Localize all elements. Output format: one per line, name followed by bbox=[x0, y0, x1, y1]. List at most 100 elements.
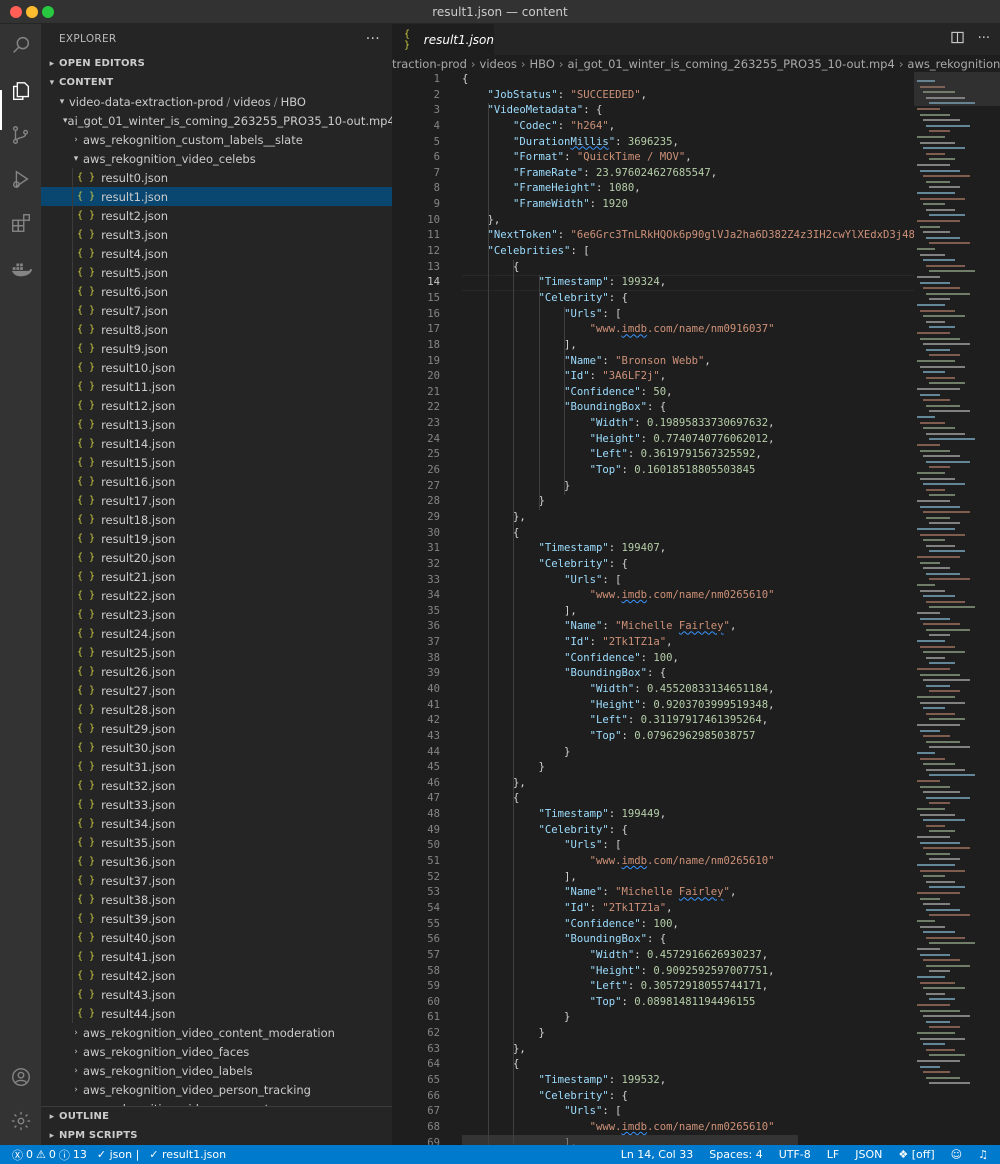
file-item[interactable]: { }result10.json bbox=[41, 358, 392, 377]
file-item[interactable]: { }result36.json bbox=[41, 852, 392, 871]
account-icon[interactable] bbox=[8, 1064, 33, 1089]
code-line[interactable]: "Codec": "h264", bbox=[462, 119, 914, 135]
code-line[interactable]: { bbox=[462, 1057, 914, 1073]
file-item[interactable]: { }result2.json bbox=[41, 206, 392, 225]
file-item[interactable]: { }result18.json bbox=[41, 510, 392, 529]
code-line[interactable]: "Confidence": 50, bbox=[462, 385, 914, 401]
file-item[interactable]: { }result32.json bbox=[41, 776, 392, 795]
code-line[interactable]: "FrameWidth": 1920 bbox=[462, 197, 914, 213]
minimap[interactable] bbox=[914, 72, 1000, 1145]
folder-video[interactable]: ▾ai_got_01_winter_is_coming_263255_PRO35… bbox=[41, 111, 392, 130]
code-line[interactable]: "Height": 0.9203703999519348, bbox=[462, 698, 914, 714]
file-item[interactable]: { }result1.json bbox=[41, 187, 392, 206]
file-item[interactable]: { }result21.json bbox=[41, 567, 392, 586]
code-line[interactable]: "Width": 0.19895833730697632, bbox=[462, 416, 914, 432]
outline-section[interactable]: ▸ OUTLINE bbox=[41, 1107, 392, 1126]
file-item[interactable]: { }result39.json bbox=[41, 909, 392, 928]
file-item[interactable]: { }result0.json bbox=[41, 168, 392, 187]
file-item[interactable]: { }result17.json bbox=[41, 491, 392, 510]
file-check-item[interactable]: ✓ result1.json bbox=[149, 1148, 226, 1161]
file-item[interactable]: { }result40.json bbox=[41, 928, 392, 947]
breadcrumb-item[interactable]: HBO bbox=[529, 56, 555, 71]
folder-custom-labels[interactable]: ›aws_rekognition_custom_labels__slate bbox=[41, 130, 392, 149]
language-mode[interactable]: JSON bbox=[855, 1148, 883, 1161]
code-line[interactable]: } bbox=[462, 479, 914, 495]
indentation[interactable]: Spaces: 4 bbox=[709, 1148, 763, 1161]
run-debug-icon[interactable] bbox=[8, 166, 33, 191]
file-item[interactable]: { }result15.json bbox=[41, 453, 392, 472]
explorer-icon[interactable] bbox=[8, 78, 33, 103]
code-line[interactable]: "www.imdb.com/name/nm0265610" bbox=[462, 588, 914, 604]
zoom-window-button[interactable] bbox=[42, 6, 54, 18]
code-line[interactable]: "Timestamp": 199324, bbox=[462, 275, 914, 291]
feedback-icon[interactable]: ☺ bbox=[950, 1148, 963, 1161]
file-item[interactable]: { }result29.json bbox=[41, 719, 392, 738]
minimize-window-button[interactable] bbox=[26, 6, 38, 18]
file-item[interactable]: { }result38.json bbox=[41, 890, 392, 909]
cursor-position[interactable]: Ln 14, Col 33 bbox=[620, 1148, 694, 1161]
code-line[interactable]: ], bbox=[462, 870, 914, 886]
code-line[interactable]: "Urls": [ bbox=[462, 838, 914, 854]
code-line[interactable]: }, bbox=[462, 510, 914, 526]
code-line[interactable]: "Celebrity": { bbox=[462, 557, 914, 573]
code-line[interactable]: } bbox=[462, 760, 914, 776]
file-item[interactable]: { }result9.json bbox=[41, 339, 392, 358]
code-line[interactable]: "Timestamp": 199407, bbox=[462, 541, 914, 557]
folder-celebs[interactable]: ▾aws_rekognition_video_celebs bbox=[41, 149, 392, 168]
close-window-button[interactable] bbox=[10, 6, 22, 18]
file-item[interactable]: { }result20.json bbox=[41, 548, 392, 567]
file-item[interactable]: { }result16.json bbox=[41, 472, 392, 491]
code-line[interactable]: "Top": 0.07962962985038757 bbox=[462, 729, 914, 745]
code-line[interactable]: } bbox=[462, 1026, 914, 1042]
code-line[interactable]: "www.imdb.com/name/nm0265610" bbox=[462, 1120, 914, 1136]
settings-gear-icon[interactable] bbox=[8, 1108, 33, 1133]
horizontal-scrollbar[interactable] bbox=[462, 1135, 798, 1145]
more-actions-icon[interactable]: ··· bbox=[977, 31, 990, 46]
code-line[interactable]: } bbox=[462, 1010, 914, 1026]
file-item[interactable]: { }result11.json bbox=[41, 377, 392, 396]
code-line[interactable]: "Celebrity": { bbox=[462, 1089, 914, 1105]
split-editor-icon[interactable] bbox=[950, 31, 964, 48]
file-item[interactable]: { }result6.json bbox=[41, 282, 392, 301]
file-item[interactable]: { }result31.json bbox=[41, 757, 392, 776]
file-item[interactable]: { }result23.json bbox=[41, 605, 392, 624]
folder-item[interactable]: ›aws_rekognition_video_person_tracking bbox=[41, 1080, 392, 1099]
file-item[interactable]: { }result7.json bbox=[41, 301, 392, 320]
file-item[interactable]: { }result3.json bbox=[41, 225, 392, 244]
code-line[interactable]: "Timestamp": 199449, bbox=[462, 807, 914, 823]
code-line[interactable]: ], bbox=[462, 338, 914, 354]
live-share-item[interactable]: ❖ [off] bbox=[898, 1148, 934, 1161]
code-line[interactable]: "VideoMetadata": { bbox=[462, 103, 914, 119]
folder-item[interactable]: ›aws_rekognition_video_faces bbox=[41, 1042, 392, 1061]
code-line[interactable]: "Left": 0.31197917461395264, bbox=[462, 713, 914, 729]
code-line[interactable]: "Top": 0.08981481194496155 bbox=[462, 995, 914, 1011]
code-line[interactable]: "Celebrities": [ bbox=[462, 244, 914, 260]
breadcrumb-item[interactable]: videos bbox=[479, 56, 517, 71]
encoding[interactable]: UTF-8 bbox=[778, 1148, 811, 1161]
code-line[interactable]: "JobStatus": "SUCCEEDED", bbox=[462, 88, 914, 104]
search-icon[interactable] bbox=[8, 32, 33, 57]
file-item[interactable]: { }result14.json bbox=[41, 434, 392, 453]
code-line[interactable]: "Top": 0.16018518805503845 bbox=[462, 463, 914, 479]
code-line[interactable]: "Urls": [ bbox=[462, 307, 914, 323]
code-line[interactable]: "Timestamp": 199532, bbox=[462, 1073, 914, 1089]
code-line[interactable]: "Id": "2Tk1TZ1a", bbox=[462, 635, 914, 651]
content-section[interactable]: ▾ CONTENT bbox=[41, 73, 392, 92]
file-item[interactable]: { }result24.json bbox=[41, 624, 392, 643]
folder-item[interactable]: ›aws_rekognition_video_content_moderatio… bbox=[41, 1023, 392, 1042]
file-item[interactable]: { }result34.json bbox=[41, 814, 392, 833]
code-line[interactable]: "Height": 0.9092592597007751, bbox=[462, 964, 914, 980]
code-line[interactable]: "Width": 0.4572916626930237, bbox=[462, 948, 914, 964]
docker-icon[interactable] bbox=[8, 256, 33, 281]
tab-result1-json[interactable]: { } result1.json bbox=[392, 24, 494, 55]
file-item[interactable]: { }result22.json bbox=[41, 586, 392, 605]
code-line[interactable]: "Name": "Michelle Fairley", bbox=[462, 619, 914, 635]
code-line[interactable]: "Left": 0.30572918055744171, bbox=[462, 979, 914, 995]
code-line[interactable]: { bbox=[462, 260, 914, 276]
code-line[interactable]: "DurationMillis": 3696235, bbox=[462, 135, 914, 151]
extensions-icon[interactable] bbox=[8, 210, 33, 235]
file-item[interactable]: { }result42.json bbox=[41, 966, 392, 985]
code-line[interactable]: "FrameHeight": 1080, bbox=[462, 181, 914, 197]
code-line[interactable]: { bbox=[462, 791, 914, 807]
